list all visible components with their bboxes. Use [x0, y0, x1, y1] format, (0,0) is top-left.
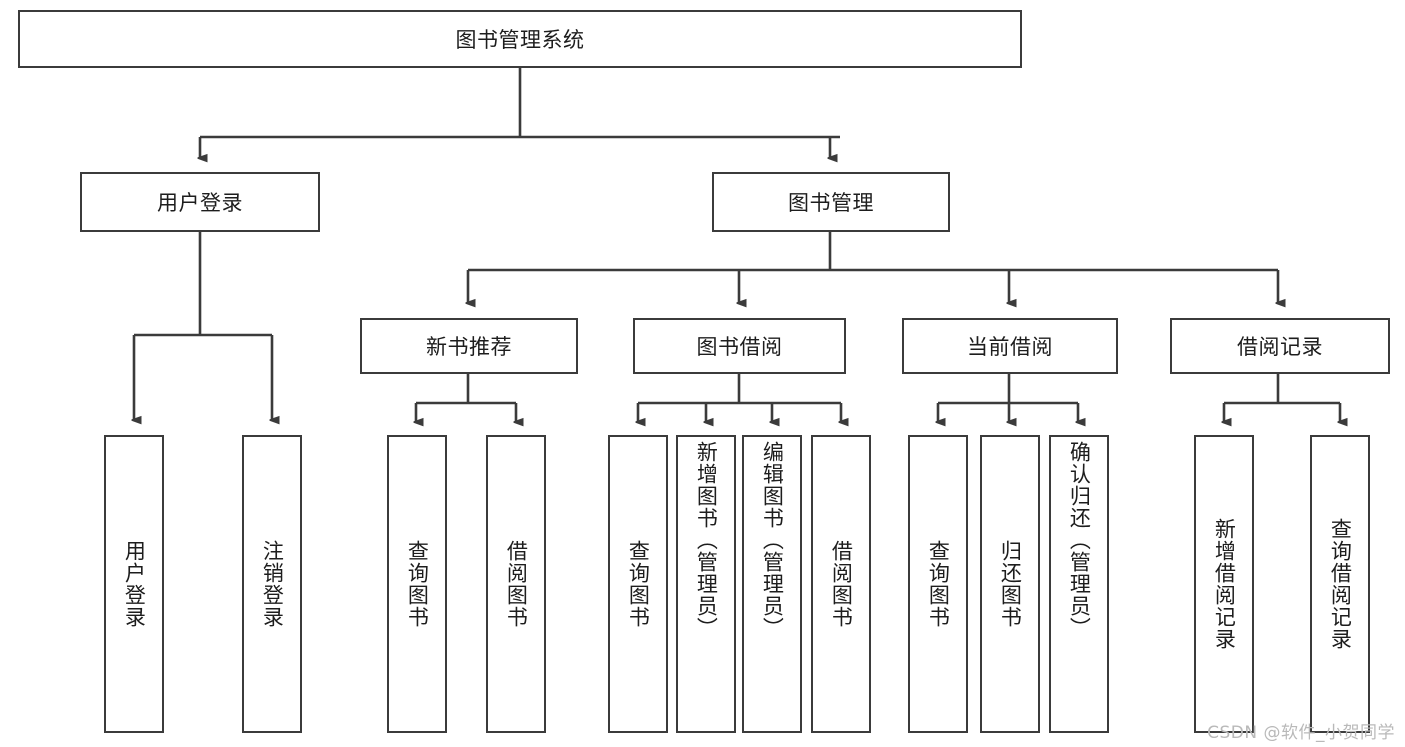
leaf-borrow-book-rec[interactable]: 借阅图书 — [486, 435, 546, 733]
leaf-user-logout[interactable]: 注销登录 — [242, 435, 302, 733]
node-root-label: 图书管理系统 — [455, 28, 585, 52]
node-book-borrow-label: 图书借阅 — [696, 335, 783, 359]
node-borrow-record[interactable]: 借阅记录 — [1170, 318, 1390, 374]
leaf-query-borrow-record-label: 查询借阅记录 — [1328, 518, 1353, 650]
leaf-add-borrow-record-label: 新增借阅记录 — [1212, 518, 1237, 650]
leaf-user-logout-label: 注销登录 — [260, 540, 285, 628]
leaf-add-book-admin-label: 新增图书（管理员） — [694, 441, 719, 639]
leaf-query-book-cur-label: 查询图书 — [926, 540, 951, 628]
leaf-query-book-borrow-label: 查询图书 — [626, 540, 651, 628]
leaf-query-book-rec[interactable]: 查询图书 — [387, 435, 447, 733]
leaf-add-book-admin[interactable]: 新增图书（管理员） — [676, 435, 736, 733]
node-new-book-recommend-label: 新书推荐 — [426, 335, 512, 359]
leaf-return-book-label: 归还图书 — [998, 540, 1023, 628]
leaf-return-book[interactable]: 归还图书 — [980, 435, 1040, 733]
node-new-book-recommend[interactable]: 新书推荐 — [360, 318, 578, 374]
node-borrow-record-label: 借阅记录 — [1237, 335, 1323, 359]
leaf-borrow-book-rec-label: 借阅图书 — [504, 540, 529, 628]
leaf-borrow-book[interactable]: 借阅图书 — [811, 435, 871, 733]
node-current-borrow[interactable]: 当前借阅 — [902, 318, 1118, 374]
csdn-watermark: CSDN @软件_小贺同学 — [1207, 723, 1395, 743]
node-user-login[interactable]: 用户登录 — [80, 172, 320, 232]
leaf-edit-book-admin-label: 编辑图书（管理员） — [760, 441, 785, 639]
leaf-confirm-return-admin-label: 确认归还（管理员） — [1067, 441, 1092, 639]
leaf-add-borrow-record[interactable]: 新增借阅记录 — [1194, 435, 1254, 733]
leaf-confirm-return-admin[interactable]: 确认归还（管理员） — [1049, 435, 1109, 733]
leaf-query-book-rec-label: 查询图书 — [405, 540, 430, 628]
node-book-manage-label: 图书管理 — [788, 191, 874, 215]
node-root[interactable]: 图书管理系统 — [18, 10, 1022, 68]
leaf-query-book-borrow[interactable]: 查询图书 — [608, 435, 668, 733]
leaf-borrow-book-label: 借阅图书 — [829, 540, 854, 628]
node-book-borrow[interactable]: 图书借阅 — [633, 318, 846, 374]
leaf-query-book-cur[interactable]: 查询图书 — [908, 435, 968, 733]
node-current-borrow-label: 当前借阅 — [967, 335, 1053, 359]
leaf-edit-book-admin[interactable]: 编辑图书（管理员） — [742, 435, 802, 733]
node-book-manage[interactable]: 图书管理 — [712, 172, 950, 232]
leaf-user-login[interactable]: 用户登录 — [104, 435, 164, 733]
leaf-user-login-label: 用户登录 — [122, 540, 147, 628]
node-user-login-label: 用户登录 — [157, 191, 243, 215]
leaf-query-borrow-record[interactable]: 查询借阅记录 — [1310, 435, 1370, 733]
